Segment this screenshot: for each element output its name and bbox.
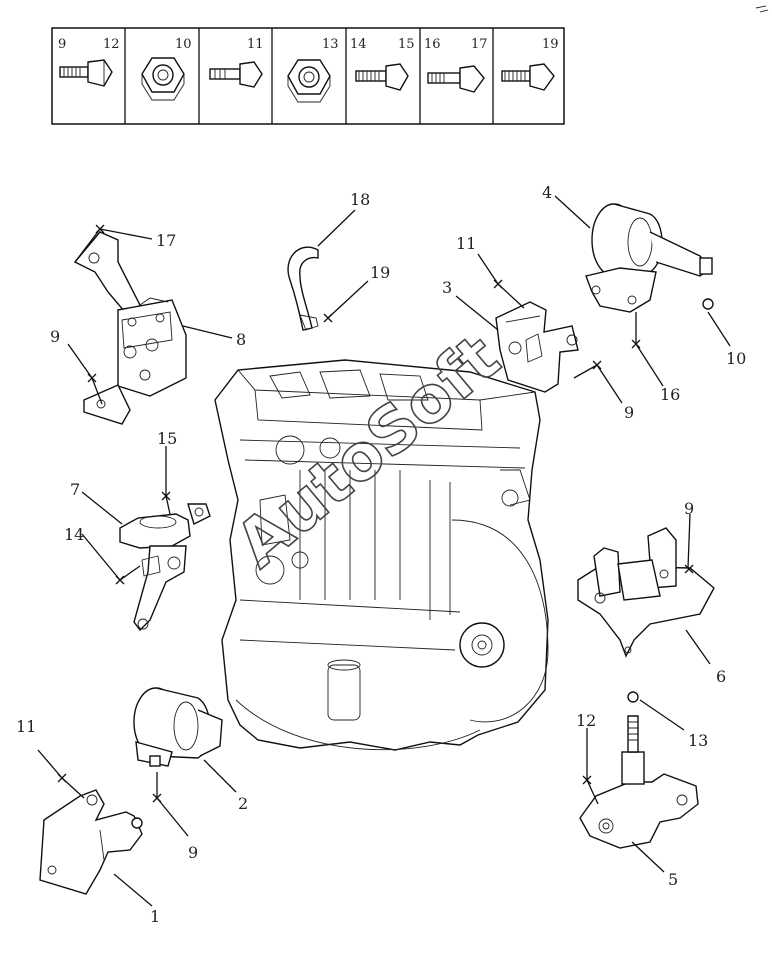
leader-lines	[37, 195, 731, 907]
bolt-icon	[209, 61, 263, 88]
callout-11-a: 11	[456, 234, 476, 253]
callout-9-d: 9	[188, 843, 198, 862]
table-cell-1-right: 12	[103, 37, 120, 52]
table-cell-6-left: 16	[424, 37, 441, 52]
table-cell-6-right: 17	[471, 37, 488, 52]
callout-19: 19	[370, 263, 390, 282]
bracket-part-3	[495, 301, 579, 393]
table-cell-4-right: 13	[322, 37, 339, 52]
callout-10: 10	[726, 349, 746, 368]
callout-14: 14	[64, 525, 84, 544]
nut-icon	[287, 59, 331, 103]
mount-part-5	[579, 691, 699, 849]
clip-part-18	[287, 246, 319, 331]
table-cell-7-right: 19	[542, 37, 559, 52]
callout-6: 6	[716, 667, 726, 686]
bolt-icon	[501, 63, 555, 91]
callout-1: 1	[150, 907, 160, 926]
bracket-part-1	[39, 789, 143, 895]
corner-mark	[755, 5, 769, 13]
callout-16: 16	[660, 385, 680, 404]
bolt-icon	[355, 63, 409, 91]
callout-labels: 1 2 3 4 5 6 7 8 9 9 9 9 9 10 11 11 12 13…	[16, 183, 746, 926]
callout-9-c: 9	[684, 499, 694, 518]
bolt-icon	[59, 59, 113, 87]
mount-part-4	[585, 203, 714, 313]
mount-part-2	[133, 687, 223, 767]
callout-9-a: 9	[50, 327, 60, 346]
mount-part-8	[73, 231, 187, 425]
callout-5: 5	[668, 870, 678, 889]
callout-17: 17	[156, 231, 176, 250]
mount-part-6	[577, 527, 715, 658]
engine-block	[214, 359, 549, 751]
callout-13: 13	[688, 731, 708, 750]
table-cell-3-right: 11	[247, 37, 264, 52]
bolt-icon	[427, 65, 485, 93]
table-cell-5-left: 14	[350, 37, 367, 52]
callout-7: 7	[70, 480, 80, 499]
callout-4: 4	[542, 183, 552, 202]
callout-18: 18	[350, 190, 370, 209]
callout-12: 12	[576, 711, 596, 730]
fastener-table: 9 12 10 11 13	[51, 27, 565, 125]
cross-markers	[57, 224, 694, 803]
table-cell-5-right: 15	[398, 37, 415, 52]
table-cell-1-left: 9	[58, 37, 66, 52]
callout-8: 8	[236, 330, 246, 349]
callout-2: 2	[238, 794, 248, 813]
nut-icon	[141, 57, 185, 101]
table-cell-2-right: 10	[175, 37, 192, 52]
callout-15: 15	[157, 429, 177, 448]
mount-part-7	[119, 503, 211, 632]
callout-3: 3	[442, 278, 452, 297]
callout-11-b: 11	[16, 717, 36, 736]
callout-9-b: 9	[624, 403, 634, 422]
